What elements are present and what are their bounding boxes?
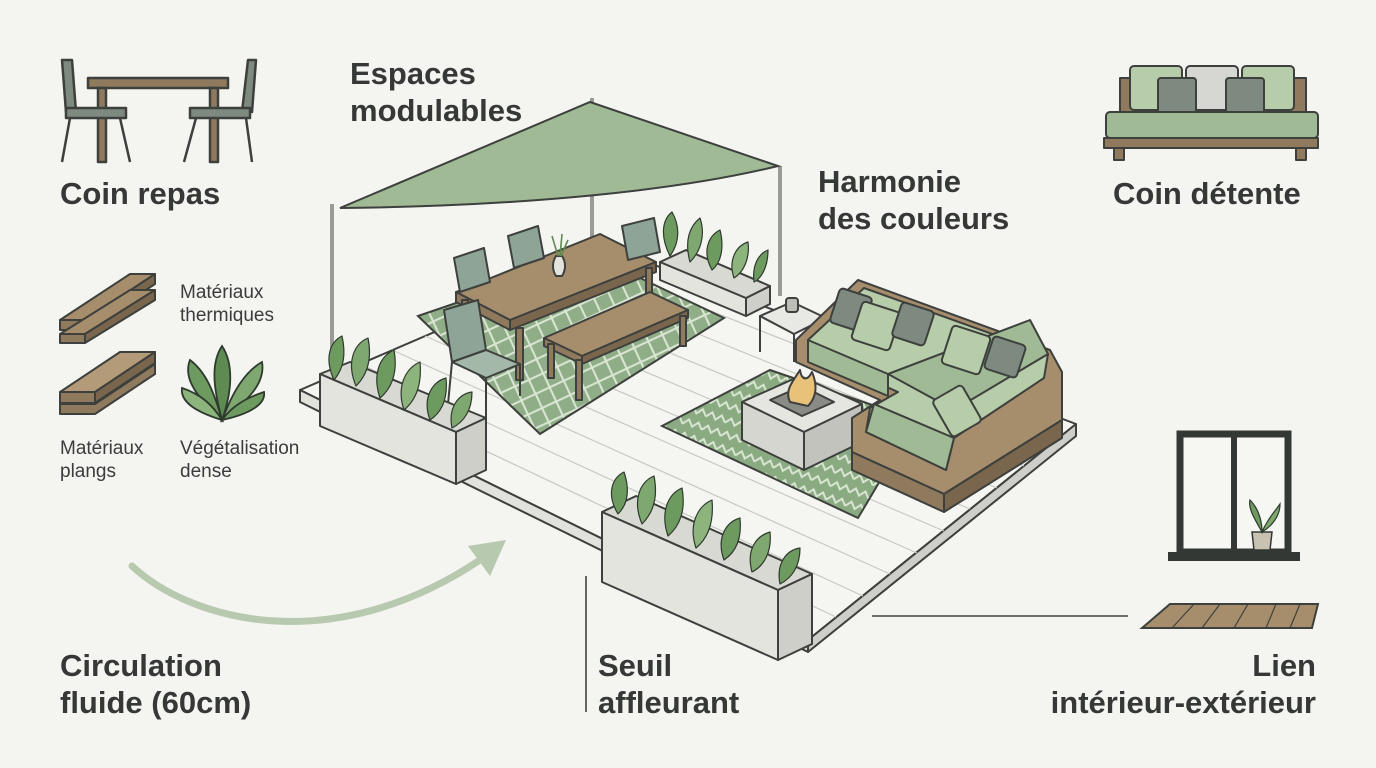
flow-arrow-icon (128, 540, 506, 625)
label-line: thermiques (180, 304, 274, 326)
shade-sail (330, 98, 782, 376)
sectional-sofa (795, 279, 1063, 513)
label-line: fluide (60cm) (60, 684, 252, 720)
label-espaces-modulables: Espaces modulables (350, 56, 522, 129)
dining-bench (543, 291, 689, 401)
label-line: Matériaux (180, 282, 264, 303)
window-icon (1139, 430, 1320, 629)
label-line: Harmonie (818, 164, 961, 199)
label-line: intérieur-extérieur (1050, 684, 1316, 720)
front-planter (601, 471, 813, 661)
label-line: Circulation (60, 648, 222, 683)
label-line: Espaces (350, 56, 476, 91)
label-line: Lien (1252, 648, 1316, 683)
label-circulation-fluide: Circulation fluide (60cm) (60, 648, 251, 721)
label-line: Matériaux (60, 438, 144, 459)
dining-set-icon (60, 58, 258, 164)
label-line: modulables (350, 92, 523, 128)
label-coin-repas: Coin repas (60, 176, 221, 211)
label-line: Seuil (598, 648, 673, 683)
label-line: des couleurs (818, 200, 1010, 236)
label-materiaux-plangs: Matériaux plangs (60, 438, 143, 484)
label-line: Végétalisation (180, 438, 300, 459)
plant-bush-icon (181, 344, 265, 424)
wood-planks-icon (59, 273, 156, 415)
lounge-sofa-icon (1103, 65, 1319, 161)
label-harmonie-couleurs: Harmonie des couleurs (818, 164, 1009, 237)
left-planter (319, 335, 487, 485)
label-lien-interieur-exterieur: Lien intérieur-extérieur (1051, 648, 1316, 721)
label-seuil-affleurant: Seuil affleurant (598, 648, 739, 721)
label-line: plangs (60, 460, 116, 482)
fire-pit (741, 369, 863, 471)
label-vegetalisation-dense: Végétalisation dense (180, 438, 299, 484)
label-materiaux-thermiques: Matériaux thermiques (180, 282, 274, 328)
label-line: dense (180, 460, 232, 482)
label-coin-detente: Coin détente (1113, 176, 1301, 211)
back-planter (659, 211, 771, 317)
label-line: affleurant (598, 684, 740, 720)
dining-chair (443, 217, 661, 420)
